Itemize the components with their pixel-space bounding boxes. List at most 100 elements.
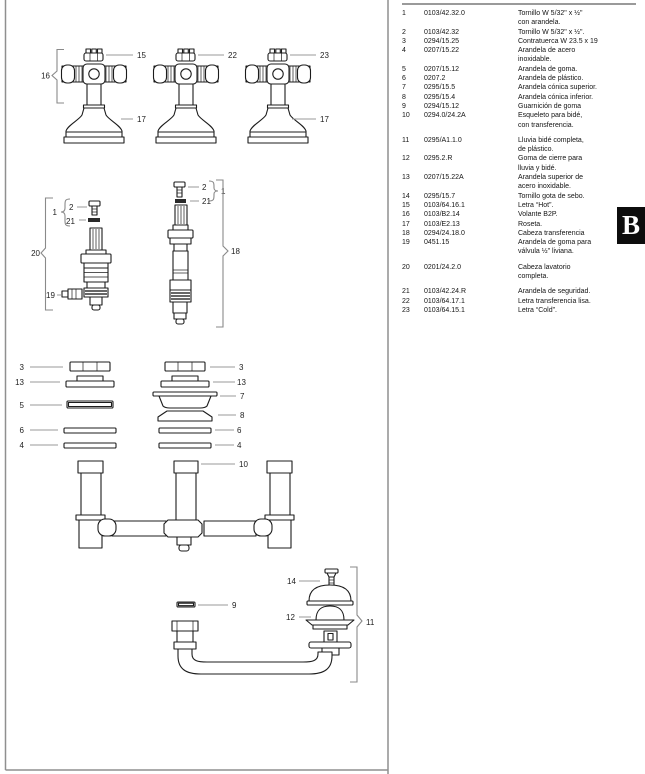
callout-15: 15 [137, 51, 146, 60]
part-desc: Contratuerca W 23.5 x 19 [518, 37, 598, 45]
part-desc: Arandela de seguridad. [518, 288, 591, 296]
part-code: 0207/15.12 [424, 65, 460, 73]
callout-9: 9 [232, 601, 237, 610]
part-desc: Letra transferencia lisa. [518, 297, 591, 305]
part-number: 19 [402, 239, 410, 247]
callout-20: 20 [31, 249, 40, 258]
part-desc: Tornillo gota de sebo. [518, 192, 585, 200]
parts-list: 1 0103/42.32.0 Tornillo W 5/32" x ½" con… [402, 3, 640, 315]
part-number: 16 [402, 211, 410, 219]
cartridge-short-group: 1 2 21 19 [31, 197, 112, 311]
parts-list-row: 22 0103/64.17.1 Letra transferencia lisa… [402, 297, 640, 306]
parts-list-row: 5 0207/15.12 Arandela de goma. [402, 65, 640, 74]
callout-21-left: 21 [66, 217, 75, 226]
callout-22: 22 [228, 51, 237, 60]
parts-list-row: 11 0295/A1.1.0 Lluvia bidé completa, de … [402, 136, 640, 155]
parts-list-row: 2 0103/42.32 Tornillo W 5/32" x ½". [402, 28, 640, 37]
parts-list-row: 23 0103/64.15.1 Letra “Cold”. [402, 306, 640, 315]
parts-list-row: 18 0294/24.18.0 Cabeza transferencia [402, 229, 640, 238]
callout-17-right: 17 [320, 115, 329, 124]
section-tab-b: B [617, 207, 645, 244]
spray-assembly-group: 14 12 9 11 [171, 566, 375, 683]
callout-23: 23 [320, 51, 329, 60]
washer-stack-right-group: 3 13 7 8 6 4 [152, 361, 246, 450]
parts-list-row: 19 0451.15 Arandela de goma para válvula… [402, 238, 640, 257]
part-code: 0103/64.15.1 [424, 306, 465, 314]
part-code: 0207/15.22A [424, 174, 464, 182]
part-desc: Cabeza lavatorio completa. [518, 263, 571, 281]
part-desc: Arandela cónica inferior. [518, 93, 594, 101]
callout-16: 16 [41, 72, 50, 81]
callout-10: 10 [239, 460, 248, 469]
parts-list-row: 15 0103/64.16.1 Letra “Hot”. [402, 201, 640, 210]
part-number: 12 [402, 155, 410, 163]
part-desc: Arandela de goma para válvula ½" liviana… [518, 239, 592, 256]
callout-18: 18 [231, 247, 240, 256]
part-code: 0103/64.16.1 [424, 201, 465, 209]
cartridge-tall-group: 2 1 21 18 [167, 179, 240, 328]
part-number: 11 [402, 136, 410, 144]
callout-8-right: 8 [240, 411, 245, 420]
parts-list-row: 21 0103/42.24.R Arandela de seguridad. [402, 287, 640, 296]
part-number: 22 [402, 297, 410, 305]
parts-list-row: 6 0207.2 Arandela de plástico. [402, 74, 640, 83]
part-number: 17 [402, 220, 410, 228]
parts-list-row: 13 0207/15.22A Arandela superior de acer… [402, 173, 640, 192]
part-code: 0294/15.12 [424, 102, 460, 110]
part-desc: Volante B2P. [518, 211, 558, 219]
callout-4-right: 4 [237, 441, 242, 450]
part-number: 2 [402, 28, 406, 36]
callout-2-left: 2 [69, 203, 74, 212]
part-code: 0294.0/24.2A [424, 112, 466, 120]
part-number: 13 [402, 174, 410, 182]
part-code: 0103/42.24.R [424, 288, 467, 296]
parts-list-row: 1 0103/42.32.0 Tornillo W 5/32" x ½" con… [402, 9, 640, 28]
part-code: 0451.15 [424, 239, 450, 247]
part-desc: Lluvia bidé completa, de plástico. [518, 136, 584, 154]
part-desc: Arandela superior de acero inoxidable. [518, 174, 583, 191]
part-desc: Arandela de goma. [518, 65, 578, 73]
callout-6-right: 6 [237, 426, 242, 435]
part-number: 20 [402, 263, 410, 271]
parts-list-row: 14 0295/15.7 Tornillo gota de sebo. [402, 192, 640, 201]
callout-3-right: 3 [239, 363, 244, 372]
part-desc: Tornillo W 5/32" x ½". [518, 28, 585, 36]
parts-list-row: 20 0201/24.2.0 Cabeza lavatorio completa… [402, 263, 640, 282]
part-code: 0103/42.32 [424, 28, 460, 36]
callout-2-right: 2 [202, 183, 207, 192]
parts-list-row: 3 0294/15.25 Contratuerca W 23.5 x 19 [402, 37, 640, 46]
part-number: 14 [402, 192, 410, 200]
parts-list-row: 8 0295/15.4 Arandela cónica inferior. [402, 93, 640, 102]
faucet-handles-group: 15 22 23 16 17 17 [41, 48, 329, 144]
part-desc: Arandela de plástico. [518, 75, 584, 83]
part-desc: Letra “Hot”. [518, 201, 554, 209]
callout-17-left: 17 [137, 115, 146, 124]
callout-3-left: 3 [20, 363, 25, 372]
part-desc: Guarnición de goma [518, 102, 582, 110]
part-code: 0295/15.7 [424, 192, 456, 200]
list-top-rule [402, 3, 636, 5]
callout-19: 19 [46, 291, 55, 300]
part-code: 0294/24.18.0 [424, 229, 465, 237]
part-desc: Esqueleto para bidé, con transferencia. [518, 112, 583, 129]
part-code: 0294/15.25 [424, 37, 460, 45]
callout-21-right: 21 [202, 197, 211, 206]
part-number: 1 [402, 10, 406, 17]
parts-list-row: 7 0295/15.5 Arandela cónica superior. [402, 83, 640, 92]
callout-1-left: 1 [53, 208, 58, 217]
part-code: 0295.2.R [424, 155, 453, 163]
part-desc: Letra “Cold”. [518, 306, 557, 314]
part-desc: Tornillo W 5/32" x ½" con arandela. [518, 10, 583, 27]
part-desc: Cabeza transferencia [518, 229, 585, 237]
part-desc: Arandela cónica superior. [518, 84, 597, 92]
part-number: 10 [402, 112, 410, 120]
part-code: 0103/B2.14 [424, 211, 460, 219]
parts-list-rows: 1 0103/42.32.0 Tornillo W 5/32" x ½" con… [402, 9, 640, 315]
callout-7-right: 7 [240, 392, 245, 401]
part-number: 18 [402, 229, 410, 237]
parts-list-row: 16 0103/B2.14 Volante B2P. [402, 210, 640, 219]
part-code: 0103/64.17.1 [424, 297, 465, 305]
part-code: 0201/24.2.0 [424, 263, 461, 271]
